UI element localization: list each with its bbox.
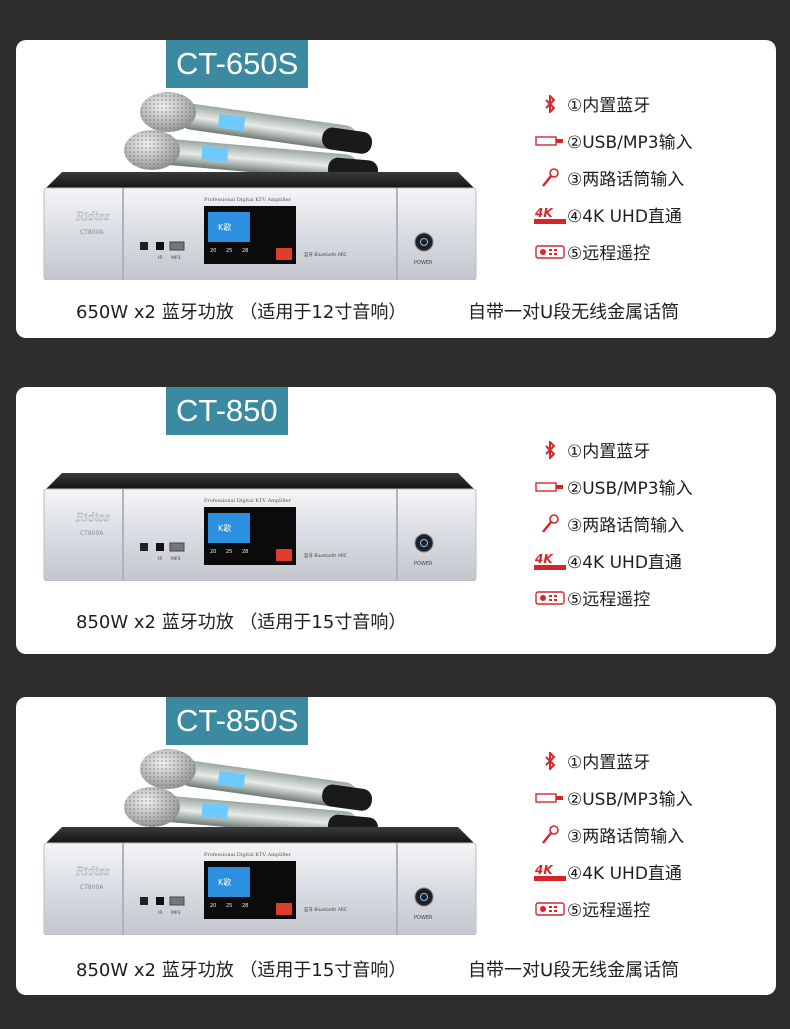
svg-text:25: 25 (226, 248, 232, 254)
brand-logo: Ridiss (75, 865, 110, 878)
svg-text:20: 20 (210, 903, 216, 909)
svg-text:IR: IR (158, 255, 162, 261)
bluetooth-icon (534, 440, 566, 460)
4k-ultra-hd-icon: 4K (534, 551, 566, 571)
svg-text:CT800A: CT800A (80, 229, 104, 236)
product-caption: 650W x2 蓝牙功放 （适用于12寸音响） (76, 302, 407, 323)
amplifier-image: Ridiss CT800A Professional Digital KTV A… (43, 473, 477, 581)
power-label: POWER (414, 915, 433, 921)
svg-text:4K: 4K (534, 863, 554, 877)
feature-list: ①内置蓝牙 ②USB/MP3输入 ③两路话筒输入 4K ④4K UHD直通 ⑤远… (534, 431, 693, 616)
included-accessory: 自带一对U段无线金属话筒 (468, 960, 680, 981)
feature-4k: 4K ④4K UHD直通 (534, 862, 682, 884)
power-label: POWER (414, 260, 433, 266)
feature-microphone: ③两路话筒输入 (534, 816, 693, 853)
svg-text:25: 25 (226, 903, 232, 909)
svg-text:Professional Digital KTV Ampli: Professional Digital KTV Amplifier (204, 498, 292, 504)
microphone-icon (534, 167, 566, 188)
svg-text:4K: 4K (534, 552, 554, 566)
bluetooth-icon (534, 751, 566, 771)
model-badge: CT-850S (166, 697, 309, 745)
svg-text:IR: IR (158, 556, 162, 562)
feature-bluetooth: ①内置蓝牙 (534, 742, 693, 779)
svg-text:25: 25 (226, 549, 232, 555)
4k-ultra-hd-icon: 4K (534, 862, 566, 882)
feature-microphone: ③两路话筒输入 (534, 159, 693, 196)
product-card-ct-650s: CT-650S Ridiss CT800A Professional Digit… (16, 40, 776, 338)
usb-drive-icon (534, 131, 566, 151)
usb-drive-icon (534, 477, 566, 497)
feature-microphone: ③两路话筒输入 (534, 505, 693, 542)
bluetooth-icon (534, 94, 566, 114)
product-card-ct-850: CT-850 Ridiss CT800A Professional Digita… (16, 387, 776, 654)
brand-logo: Ridiss (75, 210, 110, 223)
svg-text:MP3: MP3 (171, 255, 181, 261)
svg-text:MP3: MP3 (171, 910, 181, 916)
svg-text:MP3: MP3 (171, 556, 181, 562)
feature-list: ①内置蓝牙 ②USB/MP3输入 ③两路话筒输入 4K ④4K UHD直通 ⑤远… (534, 85, 693, 270)
brand-logo: Ridiss (75, 511, 110, 524)
product-caption: 850W x2 蓝牙功放 （适用于15寸音响） (76, 612, 407, 633)
feature-list: ①内置蓝牙 ②USB/MP3输入 ③两路话筒输入 4K ④4K UHD直通 ⑤远… (534, 742, 693, 927)
feature-remote: ⑤远程遥控 (534, 579, 693, 616)
feature-usb: ②USB/MP3输入 (534, 779, 693, 816)
amplifier-image: Ridiss CT800A Professional Digital KTV A… (43, 827, 477, 935)
svg-text:K歌: K歌 (218, 222, 231, 232)
feature-4k: 4K ④4K UHD直通 (534, 551, 682, 573)
power-label: POWER (414, 561, 433, 567)
4k-ultra-hd-icon: 4K (534, 205, 566, 225)
svg-text:20: 20 (210, 248, 216, 254)
svg-text:4K: 4K (534, 206, 554, 220)
remote-control-icon (534, 899, 566, 919)
feature-remote: ⑤远程遥控 (534, 890, 693, 927)
usb-drive-icon (534, 788, 566, 808)
feature-usb: ②USB/MP3输入 (534, 468, 693, 505)
svg-text:Professional Digital KTV Ampli: Professional Digital KTV Amplifier (204, 852, 292, 858)
svg-text:CT800A: CT800A (80, 884, 104, 891)
remote-control-icon (534, 588, 566, 608)
model-badge: CT-650S (166, 40, 309, 88)
feature-usb: ②USB/MP3输入 (534, 122, 693, 159)
model-badge: CT-850 (166, 387, 288, 435)
feature-remote: ⑤远程遥控 (534, 233, 693, 270)
svg-text:K歌: K歌 (218, 523, 231, 533)
product-card-ct-850s: CT-850S Ridiss CT800A Professional Digit… (16, 697, 776, 995)
svg-text:28: 28 (242, 549, 248, 555)
feature-4k: 4K ④4K UHD直通 (534, 205, 682, 227)
svg-text:CT800A: CT800A (80, 530, 104, 537)
product-caption: 850W x2 蓝牙功放 （适用于15寸音响） (76, 960, 407, 981)
included-accessory: 自带一对U段无线金属话筒 (468, 302, 680, 323)
feature-bluetooth: ①内置蓝牙 (534, 431, 693, 468)
svg-text:蓝牙 Bluetooth ARC: 蓝牙 Bluetooth ARC (304, 251, 347, 258)
svg-text:Professional Digital KTV Ampli: Professional Digital KTV Amplifier (204, 197, 292, 203)
svg-text:蓝牙 Bluetooth ARC: 蓝牙 Bluetooth ARC (304, 906, 347, 913)
svg-text:28: 28 (242, 248, 248, 254)
remote-control-icon (534, 242, 566, 262)
microphone-icon (534, 824, 566, 845)
amplifier-image: Ridiss CT800A Professional Digital KTV A… (43, 172, 477, 280)
svg-text:IR: IR (158, 910, 162, 916)
svg-text:蓝牙 Bluetooth ARC: 蓝牙 Bluetooth ARC (304, 552, 347, 559)
svg-text:20: 20 (210, 549, 216, 555)
svg-text:K歌: K歌 (218, 877, 231, 887)
microphone-icon (534, 513, 566, 534)
feature-bluetooth: ①内置蓝牙 (534, 85, 693, 122)
svg-text:28: 28 (242, 903, 248, 909)
